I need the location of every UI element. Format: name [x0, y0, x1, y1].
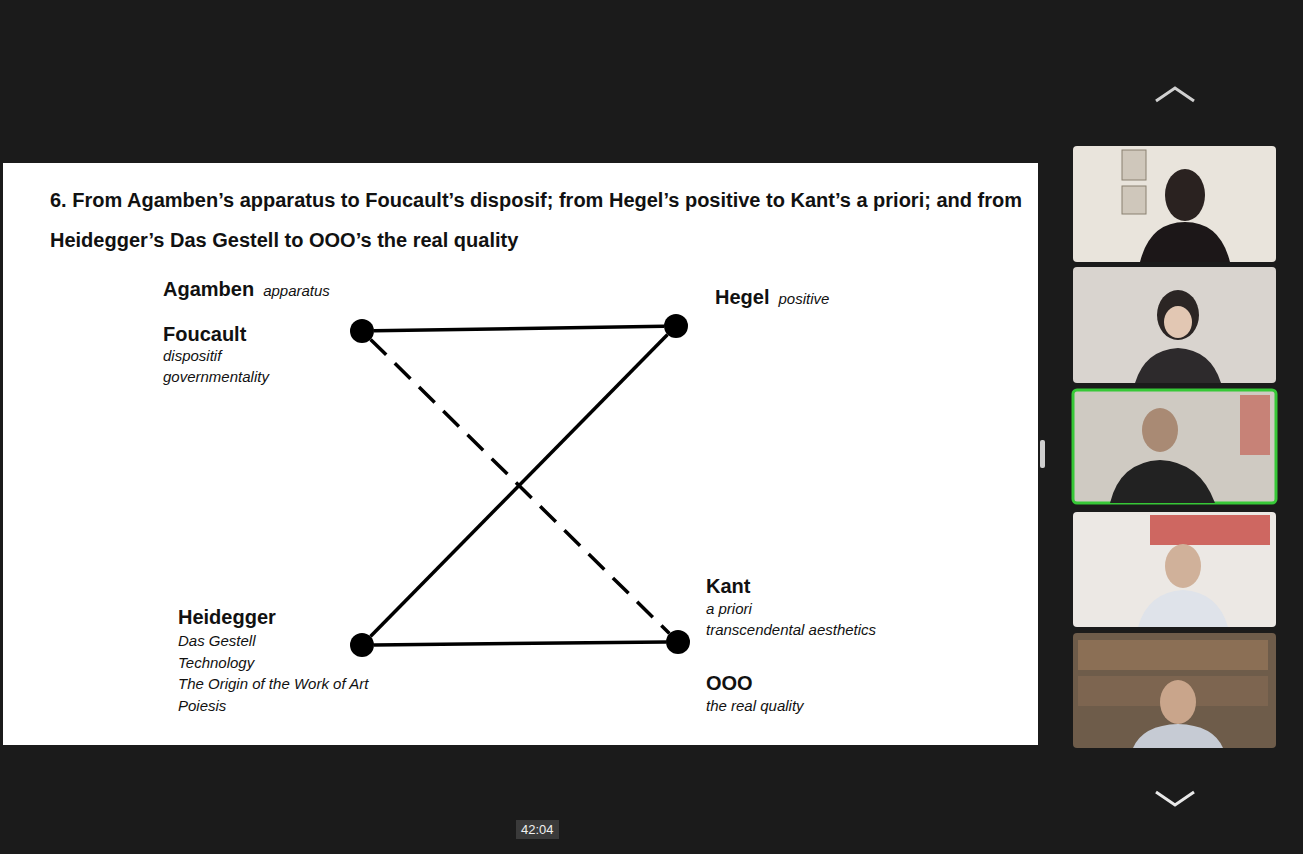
person-body — [1140, 222, 1230, 262]
person-head — [1157, 290, 1199, 340]
divider-handle — [1040, 440, 1045, 468]
concept-term: dispositif — [163, 347, 221, 365]
video-tile — [1073, 146, 1276, 262]
person-head — [1165, 544, 1201, 588]
concept-term: the real quality — [706, 697, 804, 715]
thinker-name: Agamben — [163, 277, 254, 301]
background-banner — [1150, 515, 1270, 545]
recording-timestamp: 42:04 — [516, 820, 559, 839]
slide-title: 6. From Agamben’s apparatus to Foucault’… — [50, 180, 1025, 260]
thinker-name: Kant — [706, 574, 750, 598]
thinker-name: OOO — [706, 671, 753, 695]
person-body — [1135, 348, 1221, 383]
concept-dot: AgambenapparatusFoucaultdispositifgovern… — [350, 319, 374, 343]
person-body — [1133, 724, 1223, 748]
wall-frame — [1122, 150, 1146, 180]
wall-frame — [1122, 186, 1146, 214]
person-face — [1164, 306, 1192, 338]
concept-term: positive — [778, 290, 829, 308]
solid-connector — [374, 326, 664, 331]
solid-connector — [374, 642, 666, 645]
person-body — [1110, 460, 1215, 503]
video-tiles — [1073, 146, 1276, 748]
concept-term: Poiesis — [178, 697, 226, 715]
concept-term: The Origin of the Work of Art — [178, 675, 368, 693]
concept-term: Technology — [178, 654, 254, 672]
video-tile — [1073, 512, 1276, 627]
bookshelf — [1078, 640, 1268, 670]
thinker-name: Foucault — [163, 322, 246, 346]
background-object — [1240, 395, 1270, 455]
concept-dot: HeideggerDas GestellTechnologyThe Origin… — [350, 633, 374, 657]
video-tile — [1073, 267, 1276, 383]
slide-area — [3, 163, 1038, 745]
video-tile — [1073, 633, 1276, 748]
concept-dot: Kanta prioritranscendental aestheticsOOO… — [666, 630, 690, 654]
concept-term: governmentality — [163, 368, 269, 386]
dashed-connector — [371, 339, 670, 633]
person-head — [1160, 680, 1196, 724]
person-head — [1142, 408, 1178, 452]
person-head — [1165, 169, 1205, 221]
person-body — [1138, 590, 1228, 627]
solid-connector — [370, 335, 667, 637]
thinker-name: Hegel — [715, 285, 769, 309]
video-tile-active — [1073, 390, 1276, 503]
scroll-up-chevron — [1156, 88, 1194, 101]
thinker-name: Heidegger — [178, 605, 276, 629]
concept-term: apparatus — [263, 282, 330, 300]
concept-dot: Hegelpositive — [664, 314, 688, 338]
concept-term: a priori — [706, 600, 752, 618]
scroll-down-chevron — [1156, 792, 1194, 805]
concept-term: transcendental aesthetics — [706, 621, 876, 639]
concept-term: Das Gestell — [178, 632, 256, 650]
